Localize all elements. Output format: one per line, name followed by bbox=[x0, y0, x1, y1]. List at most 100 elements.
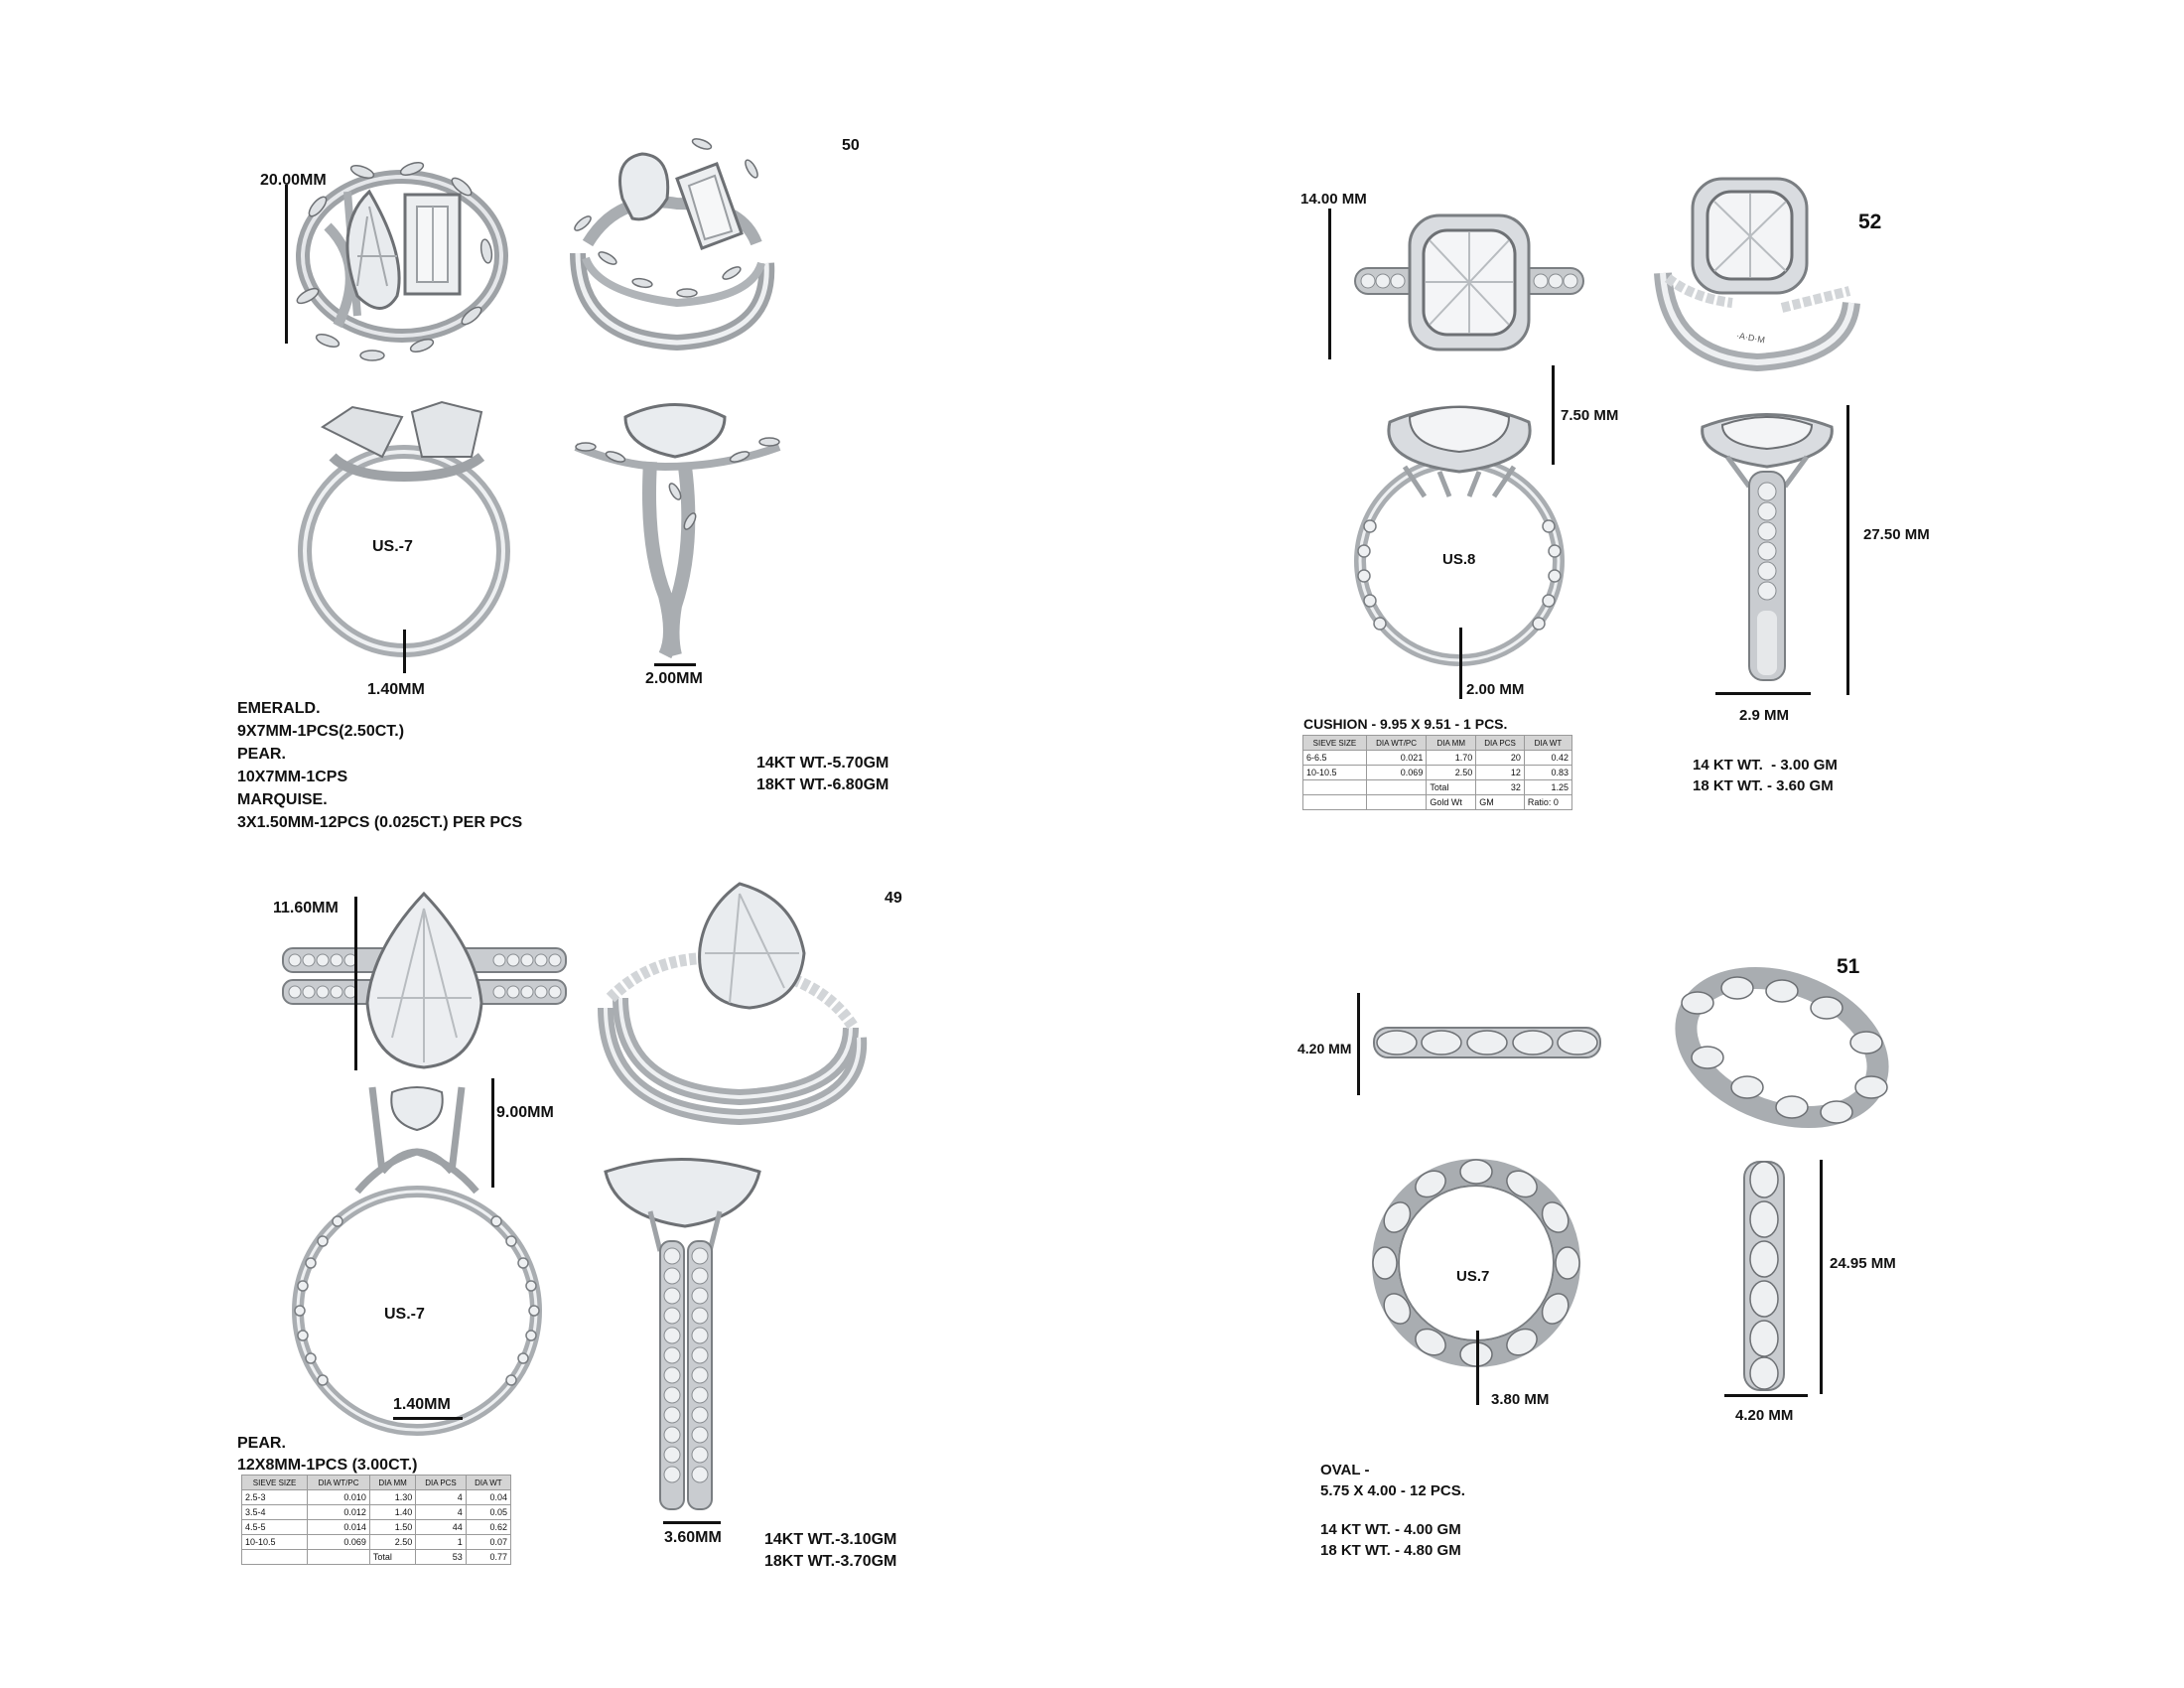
spec-line: 9X7MM-1PCS(2.50CT.) bbox=[237, 723, 405, 740]
spec-line: EMERALD. bbox=[237, 700, 321, 717]
spec-line: MARQUISE. bbox=[237, 791, 328, 808]
table-header: SIEVE SIZE bbox=[240, 1475, 309, 1490]
table-row: 6-6.5 0.021 1.70 20 0.42 bbox=[1302, 750, 1573, 766]
metal-weights: 14KT WT.-3.10GM 18KT WT.-3.70GM bbox=[764, 1529, 896, 1573]
table-cell: 32 bbox=[1475, 779, 1525, 795]
dimension-line-head bbox=[491, 1078, 494, 1188]
table-cell: 1 bbox=[415, 1534, 467, 1550]
shank-width-line bbox=[1715, 692, 1811, 695]
table-cell: 3.5-4 bbox=[240, 1504, 309, 1520]
table-cell: 1.25 bbox=[1523, 779, 1573, 795]
band-width-line bbox=[1476, 1331, 1479, 1405]
pave-stone bbox=[691, 1466, 709, 1483]
table-cell: 44 bbox=[415, 1519, 467, 1535]
stone-spec-list: PEAR. 12X8MM-1PCS (3.00CT.) bbox=[237, 1433, 417, 1477]
table-cell: 2.5-3 bbox=[240, 1489, 309, 1505]
weight-18kt: 18KT WT.-3.70GM bbox=[764, 1553, 897, 1570]
ring-top-view-image bbox=[1354, 213, 1584, 352]
ring-perspective-view-image bbox=[598, 882, 868, 1126]
table-cell bbox=[240, 1549, 309, 1565]
oval-stone bbox=[1383, 1293, 1412, 1325]
oval-stone bbox=[1541, 1201, 1570, 1233]
weight-18kt: 18KT WT.-6.80GM bbox=[756, 776, 889, 793]
stone-spec-list: EMERALD. 9X7MM-1PCS(2.50CT.) PEAR. 10X7M… bbox=[237, 697, 522, 834]
dimension-label-top: 20.00MM bbox=[260, 172, 327, 189]
table-header: DIA MM bbox=[368, 1475, 417, 1490]
table-cell: 0.83 bbox=[1523, 765, 1573, 780]
dimension-label-top: 14.00 MM bbox=[1300, 191, 1367, 208]
table-cell: 4.5-5 bbox=[240, 1519, 309, 1535]
table-cell: 0.010 bbox=[307, 1489, 370, 1505]
pave-stone bbox=[691, 1446, 709, 1464]
pave-stone bbox=[663, 1466, 681, 1483]
band-width-line bbox=[1459, 628, 1462, 699]
shank-width-label: 2.9 MM bbox=[1739, 707, 1790, 724]
table-cell: Total bbox=[1426, 779, 1477, 795]
weight-14kt: 14 KT WT. - 3.00 GM bbox=[1693, 757, 1838, 774]
weight-14kt: 14 KT WT. - 4.00 GM bbox=[1320, 1521, 1461, 1538]
table-cell: 1.50 bbox=[368, 1519, 417, 1535]
table-cell bbox=[1365, 779, 1428, 795]
table-cell: Ratio: 0 bbox=[1523, 794, 1573, 810]
table-cell: 0.62 bbox=[465, 1519, 512, 1535]
ring-perspective-view-image bbox=[1675, 966, 1889, 1129]
svg-text:·A·D·M: ·A·D·M bbox=[1735, 331, 1765, 346]
shank-width-label: 3.60MM bbox=[664, 1529, 722, 1546]
pave-stone bbox=[691, 1327, 709, 1344]
shank-width-line bbox=[654, 663, 696, 666]
oval-stone bbox=[1459, 1159, 1493, 1185]
table-header: DIA WT/PC bbox=[307, 1475, 370, 1490]
table-header: DIA PCS bbox=[415, 1475, 467, 1490]
band-width-label: 1.40MM bbox=[393, 1396, 451, 1413]
shank-width-label: 4.20 MM bbox=[1735, 1407, 1794, 1424]
dimension-line-top bbox=[354, 897, 357, 1070]
weight-18kt: 18 KT WT. - 3.60 GM bbox=[1693, 777, 1834, 794]
pave-stone bbox=[663, 1386, 681, 1404]
pave-stone bbox=[691, 1247, 709, 1265]
ring-top-view-image bbox=[282, 891, 567, 1069]
table-row: Gold Wt GM Ratio: 0 bbox=[1302, 794, 1573, 810]
pave-stone bbox=[663, 1287, 681, 1305]
oval-stone bbox=[1506, 1170, 1538, 1198]
table-cell: 0.07 bbox=[465, 1534, 512, 1550]
table-header: DIA WT bbox=[465, 1475, 512, 1490]
shank-width-line bbox=[663, 1521, 721, 1524]
table-header: DIA WT/PC bbox=[1365, 735, 1428, 751]
table-cell: 1.30 bbox=[368, 1489, 417, 1505]
dimension-label-head: 7.50 MM bbox=[1561, 407, 1619, 424]
table-cell bbox=[1302, 794, 1367, 810]
table-cell: 4 bbox=[415, 1504, 467, 1520]
table-cell bbox=[1302, 779, 1367, 795]
pave-stone bbox=[663, 1426, 681, 1444]
pave-stone bbox=[691, 1287, 709, 1305]
ring-perspective-view-image bbox=[570, 138, 775, 352]
pave-stone bbox=[691, 1307, 709, 1325]
band-width-label: 2.00 MM bbox=[1466, 681, 1525, 698]
weight-14kt: 14KT WT.-5.70GM bbox=[756, 755, 889, 772]
table-cell bbox=[1365, 794, 1428, 810]
band-width-line bbox=[403, 630, 406, 673]
spec-line: OVAL - bbox=[1320, 1462, 1370, 1478]
band-width-label: 3.80 MM bbox=[1491, 1391, 1550, 1408]
oval-stone bbox=[1372, 1246, 1398, 1280]
table-cell: 20 bbox=[1475, 750, 1525, 766]
table-cell: 0.012 bbox=[307, 1504, 370, 1520]
oval-stone bbox=[1415, 1170, 1446, 1198]
table-cell: 12 bbox=[1475, 765, 1525, 780]
oval-stone bbox=[1506, 1328, 1538, 1356]
dimension-line-side bbox=[1846, 405, 1849, 695]
table-cell: 0.014 bbox=[307, 1519, 370, 1535]
stone-table: SIEVE SIZE DIA WT/PC DIA MM DIA PCS DIA … bbox=[240, 1475, 512, 1565]
spec-line: 3X1.50MM-12PCS (0.025CT.) PER PCS bbox=[237, 814, 523, 831]
table-cell: 53 bbox=[415, 1549, 467, 1565]
stone-spec-list: OVAL - 5.75 X 4.00 - 12 PCS. bbox=[1320, 1460, 1465, 1501]
shank-width-label: 2.00MM bbox=[645, 670, 703, 687]
dimension-label-side: 27.50 MM bbox=[1863, 526, 1930, 543]
table-cell: Gold Wt bbox=[1426, 794, 1477, 810]
table-header-row: SIEVE SIZE DIA WT/PC DIA MM DIA PCS DIA … bbox=[240, 1475, 512, 1490]
dimension-label-top: 11.60MM bbox=[273, 900, 339, 916]
product-number: 52 bbox=[1858, 211, 1882, 233]
table-cell: 0.069 bbox=[307, 1534, 370, 1550]
dimension-label-top: 4.20 MM bbox=[1297, 1041, 1352, 1056]
table-row: 2.5-3 0.010 1.30 4 0.04 bbox=[240, 1489, 512, 1505]
